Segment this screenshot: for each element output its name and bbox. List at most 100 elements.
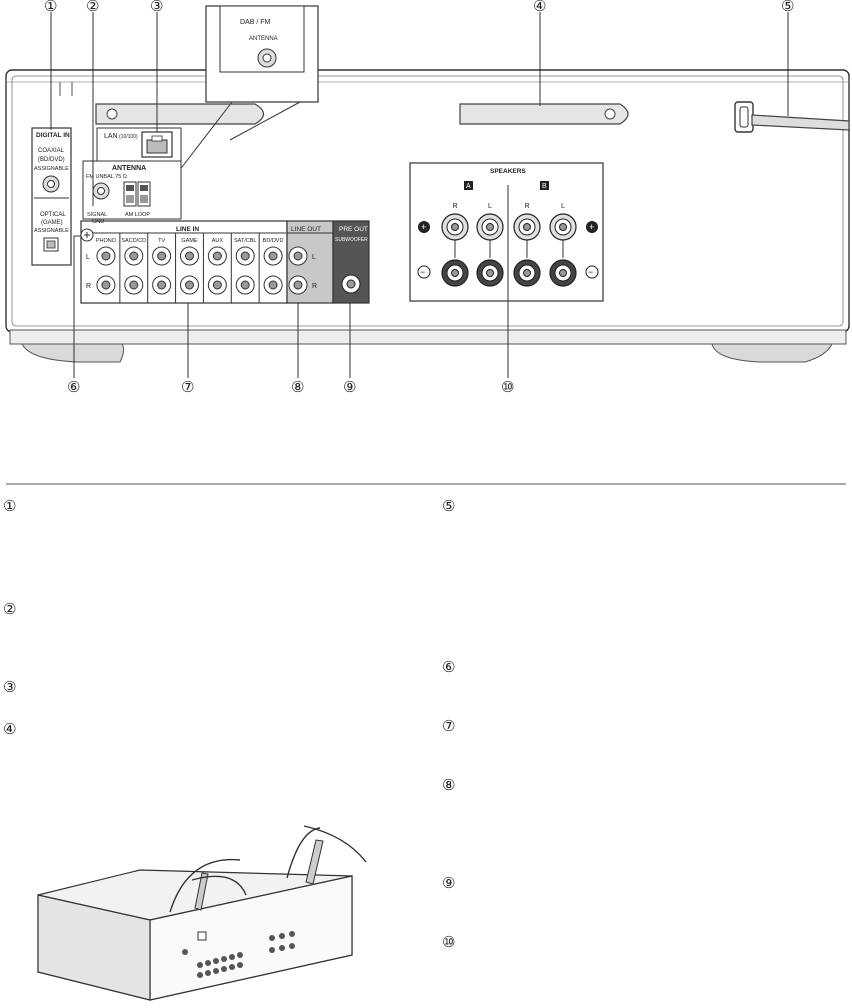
signal-label: SIGNAL (87, 212, 107, 218)
list-marker-10: ⑩ (442, 933, 456, 951)
list-marker-3: ③ (3, 678, 17, 696)
list-marker-2: ② (3, 600, 17, 618)
speaker-terminal-core (451, 223, 459, 231)
power-cord (734, 101, 850, 133)
rca-jack-core (101, 280, 111, 290)
line-in-input-label: GAME (181, 238, 198, 244)
right-foot (711, 343, 833, 363)
speaker-terminal-core (523, 269, 531, 277)
line-out-l-label: L (312, 254, 316, 261)
wireless-antenna-left (95, 103, 265, 125)
line-out-panel (286, 220, 334, 304)
speaker-terminal-core (486, 269, 494, 277)
rca-jack-core (212, 280, 222, 290)
speaker-b-label: B (542, 183, 547, 190)
callout-1: ① (44, 0, 58, 15)
speaker-a-badge (464, 181, 473, 190)
speaker-channel-label: R (524, 203, 529, 210)
speaker-terminal-core (523, 223, 531, 231)
dab-fm-inset (171, 5, 319, 181)
rca-jack-core (129, 251, 139, 261)
minus-right-label: − (588, 267, 593, 277)
panel-labels: DAB / FM ANTENNA DIGITAL IN COAXIAL (BD/… (34, 19, 594, 290)
list-marker-5: ⑤ (442, 497, 456, 515)
callout-7: ⑦ (181, 378, 195, 396)
digital-in-label: DIGITAL IN (36, 132, 70, 139)
callout-2: ② (86, 0, 100, 15)
rca-jack-core (129, 280, 139, 290)
callout-5: ⑤ (781, 0, 795, 15)
left-foot (21, 343, 125, 363)
rca-jack-core (157, 251, 167, 261)
antenna-rotation-illustration (37, 825, 367, 1001)
callout-10: ⑩ (501, 378, 515, 396)
list-marker-6: ⑥ (442, 658, 456, 676)
gnd-label: GND (92, 219, 104, 225)
lan-label: LAN (104, 133, 118, 140)
line-in-input-label: SACD/CD (121, 238, 146, 244)
speaker-terminal-core (486, 223, 494, 231)
callout-6: ⑥ (67, 378, 81, 396)
rca-jack-core (185, 251, 194, 261)
assignable-label: ASSIGNABLE (34, 166, 69, 172)
pre-out-label: PRE OUT (339, 226, 368, 233)
line-in-input-label: PHONO (96, 238, 117, 244)
speaker-channel-label: L (488, 203, 492, 210)
am-loop-label: AM LOOP (125, 212, 150, 218)
line-in-input-label: BD/DVD (263, 238, 284, 244)
plus-right-label: + (589, 222, 594, 232)
speaker-terminal-core (559, 269, 567, 277)
antenna-label: ANTENNA (112, 165, 146, 172)
rca-jack-core (268, 280, 278, 290)
optical-sub-label: (GAME) (41, 220, 63, 226)
speaker-terminal-core (559, 223, 567, 231)
line-in-input-label: SAT/CBL (234, 238, 257, 244)
subwoofer-label: SUBWOOFER (335, 237, 368, 243)
list-marker-1: ① (3, 497, 17, 515)
coaxial-sub-label: (BD/DVD) (38, 157, 65, 163)
line-in-l-label: L (86, 254, 90, 261)
optical-label: OPTICAL (40, 212, 66, 218)
rca-jack-core (240, 251, 250, 261)
plus-left-label: + (421, 222, 426, 232)
rca-jack-core (212, 251, 222, 261)
rca-jack-core (240, 280, 250, 290)
speaker-terminal-core (451, 269, 459, 277)
list-marker-9: ⑨ (442, 874, 456, 892)
callout-3: ③ (150, 0, 164, 15)
rca-jack-core (101, 251, 111, 261)
list-marker-4: ④ (3, 720, 17, 738)
speaker-channel-label: R (452, 203, 457, 210)
coaxial-label: COAXIAL (38, 148, 65, 154)
line-in-r-label: R (86, 283, 91, 290)
wireless-antenna-right (459, 103, 629, 125)
line-in-input-label: AUX (212, 238, 224, 244)
line-out-r-label: R (312, 283, 317, 290)
speaker-channel-label: L (561, 203, 565, 210)
line-out-label: LINE OUT (291, 226, 321, 233)
callout-leaders (50, 12, 789, 378)
fm-unbal-label: FM UNBAL 75 Ω (86, 174, 127, 180)
antenna-inset-label: ANTENNA (249, 36, 278, 42)
line-in-label: LINE IN (176, 226, 199, 233)
digital-in-panel (31, 127, 72, 266)
rca-jack-core (157, 280, 167, 290)
list-marker-7: ⑦ (442, 717, 456, 735)
minus-left-label: − (420, 267, 425, 277)
assignable2-label: ASSIGNABLE (34, 228, 69, 234)
list-marker-8: ⑧ (442, 776, 456, 794)
rca-jack-core (185, 280, 194, 290)
speaker-a-label: A (466, 183, 471, 190)
callout-8: ⑧ (291, 378, 305, 396)
dab-fm-label: DAB / FM (240, 19, 271, 26)
lan-speed-label: (10/100) (119, 134, 138, 140)
rca-jack-core (268, 251, 278, 261)
speakers-label: SPEAKERS (490, 168, 526, 175)
pre-out-panel (332, 220, 370, 304)
line-in-panel: PHONO SACD/CD TV GAME AUX SAT/CBL BD/DVD L R (80, 220, 288, 304)
speaker-b-badge (540, 181, 549, 190)
line-in-input-label: TV (158, 238, 165, 244)
